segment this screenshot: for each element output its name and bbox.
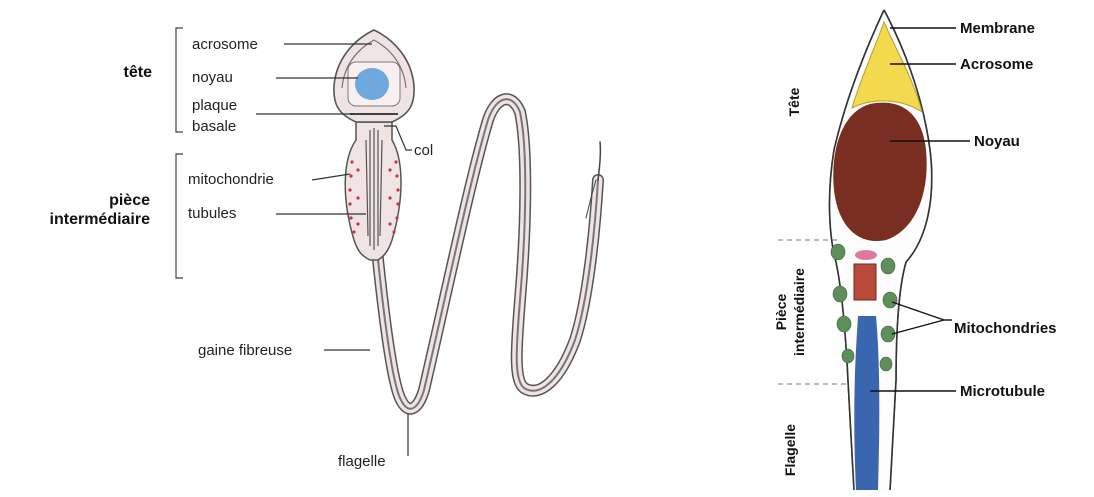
label-microtubule: Microtubule [960, 383, 1045, 400]
right-diagram: Tête Pièce intermédiaire Flagelle Membra… [773, 10, 1057, 490]
label-basale: basale [192, 118, 236, 135]
left-group-piece-2: intermédiaire [50, 211, 151, 228]
label-acrosome-right: Acrosome [960, 56, 1033, 73]
label-col: col [414, 142, 433, 159]
left-diagram: tête pièce intermédiaire acrosome noyau … [50, 28, 601, 470]
label-membrane: Membrane [960, 20, 1035, 37]
right-centriole-cap [855, 250, 877, 260]
label-noyau-right: Noyau [974, 133, 1020, 150]
label-gaine-fibreuse: gaine fibreuse [198, 342, 292, 359]
left-flagellum [376, 99, 600, 409]
left-nucleus [355, 68, 389, 100]
right-side-flagelle: Flagelle [782, 424, 798, 476]
label-mitochondries: Mitochondries [954, 320, 1057, 337]
left-group-tete: tête [124, 64, 153, 81]
right-side-piece-2: intermédiaire [791, 268, 807, 356]
right-side-piece-1: Pièce [773, 293, 789, 330]
label-noyau: noyau [192, 69, 233, 86]
label-tubules: tubules [188, 205, 236, 222]
label-acrosome: acrosome [192, 36, 258, 53]
left-group-piece-1: pièce [109, 192, 150, 209]
left-brackets [176, 28, 183, 278]
label-mitochondrie: mitochondrie [188, 171, 274, 188]
right-side-tete: Tête [786, 87, 802, 116]
label-plaque: plaque [192, 97, 237, 114]
label-flagelle: flagelle [338, 453, 386, 470]
right-microtubule [854, 316, 879, 490]
left-midpiece [345, 122, 401, 260]
right-centriole [854, 264, 876, 300]
